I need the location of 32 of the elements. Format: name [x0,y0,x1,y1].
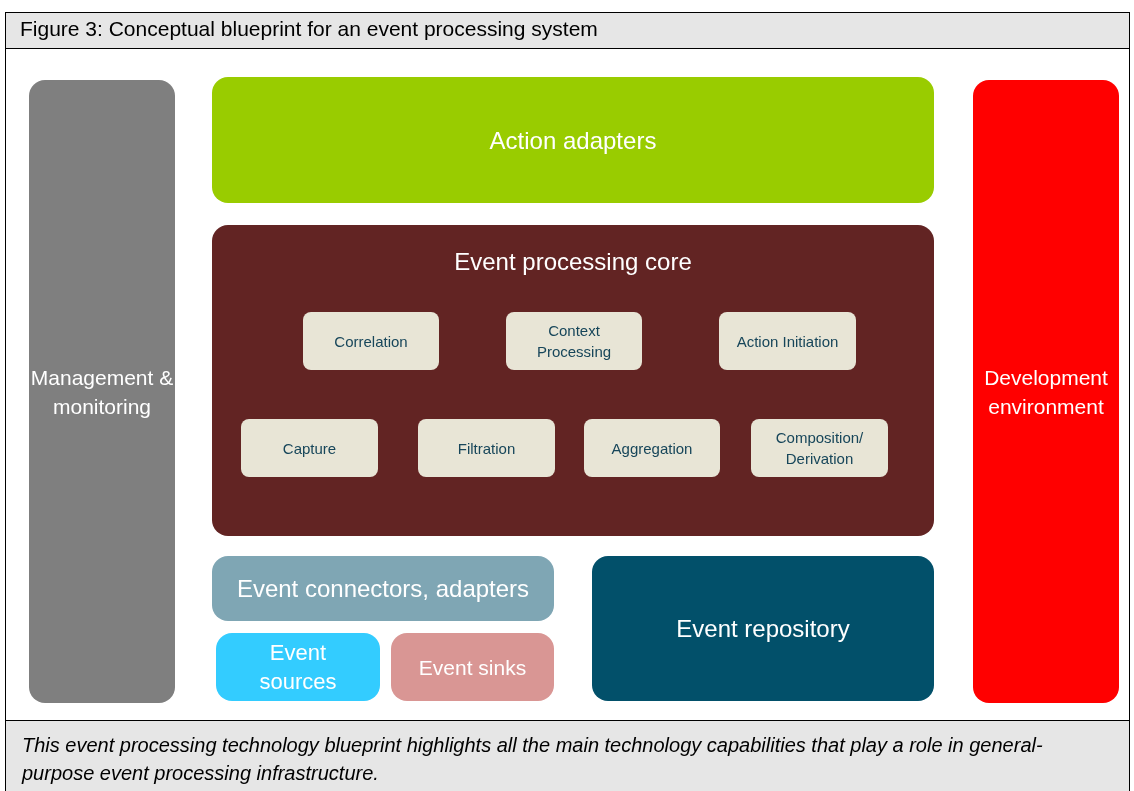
capability-box [719,312,856,370]
component-box [29,80,175,703]
node-label: Composition/ Derivation [774,428,865,469]
component-box [592,556,934,701]
figure-title: Figure 3: Conceptual blueprint for an event processing system [6,13,1129,49]
component-box [212,77,934,203]
group-panel [212,225,934,536]
capability-box [584,419,720,477]
node-label: Event connectors, adapters [236,574,530,603]
node-label: Filtration [457,438,516,459]
node-label: Aggregation [611,438,693,459]
capability-box [241,419,378,477]
node-label: Management & monitoring [29,364,175,420]
node-label: Event sources [258,639,338,696]
node-label: Event processing core [454,247,692,276]
node-label: Action Initiation [736,331,839,352]
component-box [973,80,1119,703]
capability-box [506,312,642,370]
node-label: Context Processing [535,321,613,362]
node-label: Event repository [676,614,850,643]
node-label: Development environment [983,364,1109,420]
component-box [216,633,380,701]
figure-caption: This event processing technology blueprint highlights all the main technology capabilities that play a role in general-purpose event processing infrastructure. [22,733,1044,786]
node-label: Capture [282,438,337,459]
node-label: Action adapters [489,125,657,155]
node-label: Correlation [334,331,408,352]
capability-box [303,312,439,370]
capability-box [751,419,888,477]
capability-box [418,419,555,477]
node-label: Event sinks [418,654,527,681]
component-box [212,556,554,621]
component-box [391,633,554,701]
